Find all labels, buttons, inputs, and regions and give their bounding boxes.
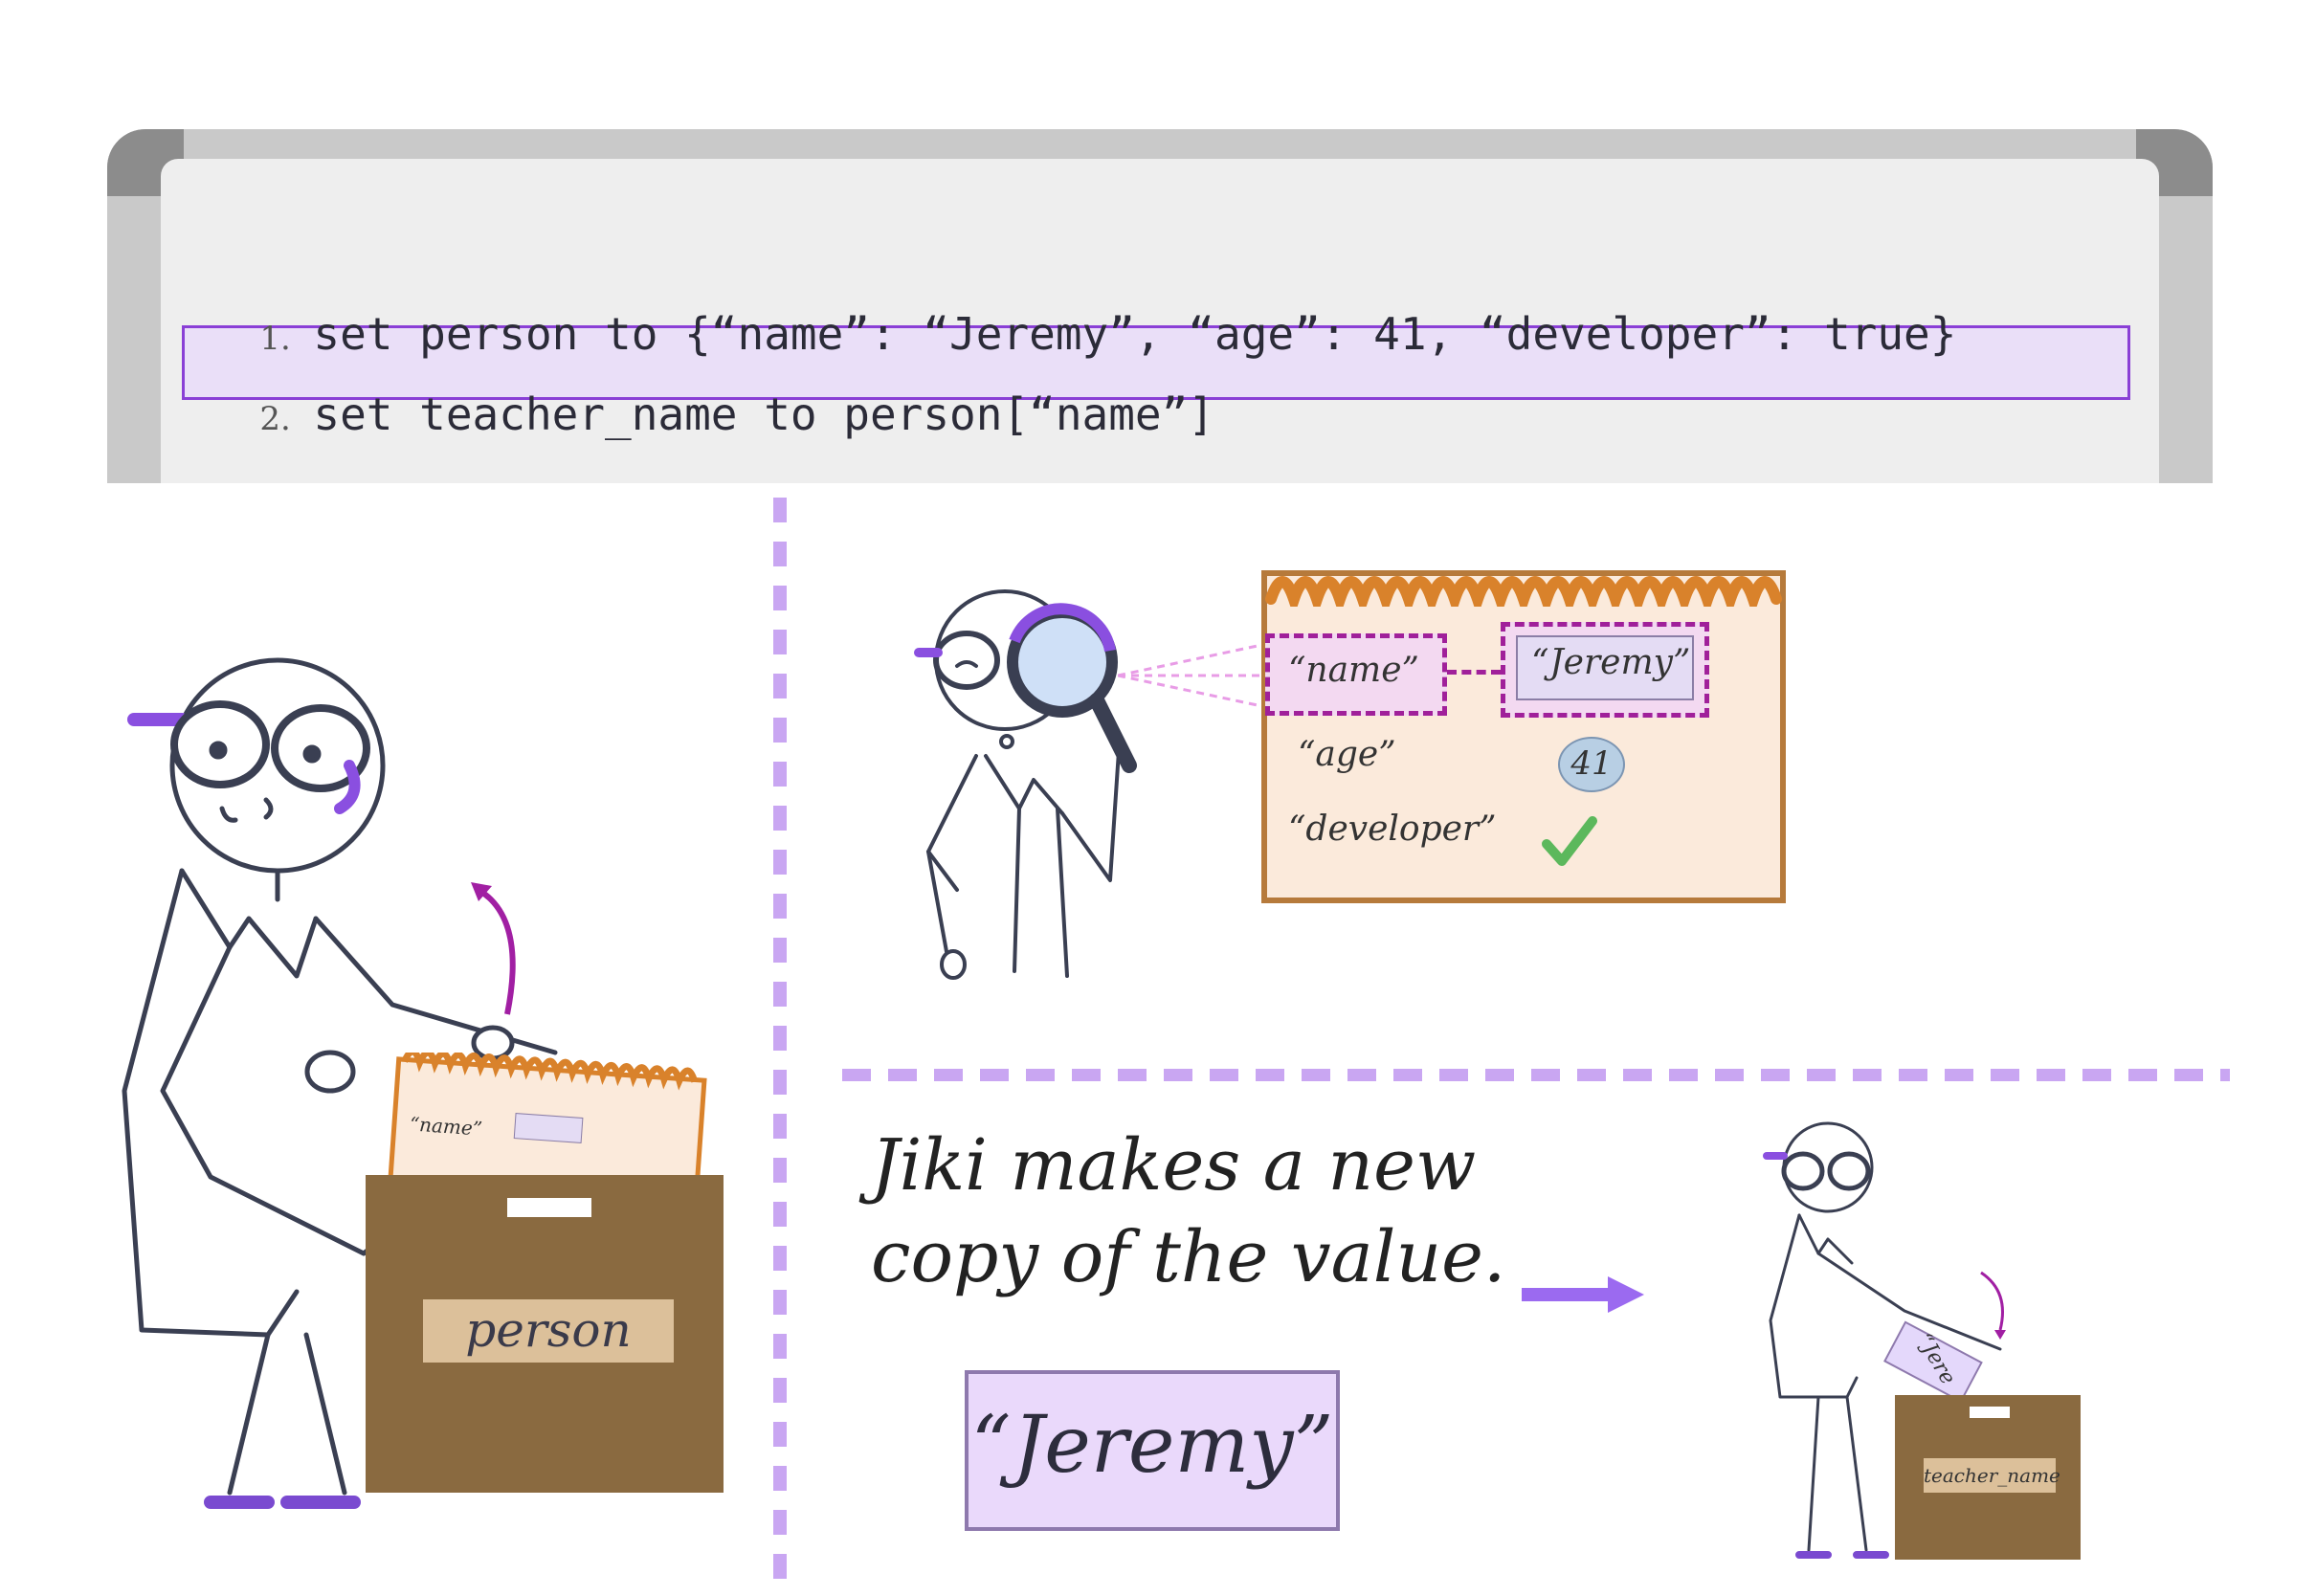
pull-arrow (477, 887, 516, 1015)
caption-line-2: copy of the value. (871, 1216, 1506, 1298)
record-key-developer: “developer” (1288, 809, 1497, 849)
record-value-age: 41 (1558, 737, 1625, 792)
vertical-divider (773, 498, 787, 1588)
key-value-link (1447, 670, 1501, 675)
record-key-name: “name” (1288, 651, 1419, 690)
name-key-box (1265, 633, 1447, 716)
copied-value-slip: “Jeremy” (965, 1370, 1340, 1531)
code-line-2: 2. set teacher_name to person[“name”] (207, 337, 1214, 440)
checkmark-icon (1542, 816, 1597, 866)
record-key-age: “age” (1298, 735, 1396, 774)
code-line-1: 1. set person to {“name”: “Jeremy”, “age”… (207, 256, 1956, 360)
arrow-right-icon (1522, 1276, 1644, 1313)
person-box: person (366, 1175, 724, 1493)
caption-line-1: Jiki makes a new (871, 1124, 1477, 1207)
caption: Jiki makes a new copy of the value. (871, 1119, 1541, 1303)
box-handle (507, 1198, 591, 1217)
horizontal-divider (842, 1069, 2230, 1081)
teacher-name-box-label: teacher_name (1924, 1458, 2060, 1493)
whiteboard-surface (161, 159, 2159, 483)
code-line-1-text: set person to {“name”: “Jeremy”, “age”: … (313, 308, 1957, 360)
jiki-figure-magnifier (914, 589, 1137, 980)
record-value-name: “Jeremy” (1531, 643, 1691, 682)
name-value-slip (1516, 635, 1694, 700)
highlighted-line-box (182, 325, 2130, 400)
line-number-1: 1. (259, 320, 291, 358)
card-spiral-binding (1265, 576, 1782, 607)
line-number-2: 2. (259, 400, 291, 438)
small-box-handle (1970, 1407, 2010, 1418)
magnifier-rays (1118, 641, 1271, 710)
person-box-label: person (423, 1299, 674, 1363)
small-copied-slip (1883, 1320, 1983, 1404)
teacher-name-box: teacher_name (1895, 1395, 2081, 1560)
code-line-2-text: set teacher_name to person[“name”] (313, 388, 1214, 440)
jiki-figure-small (1763, 1121, 2006, 1559)
